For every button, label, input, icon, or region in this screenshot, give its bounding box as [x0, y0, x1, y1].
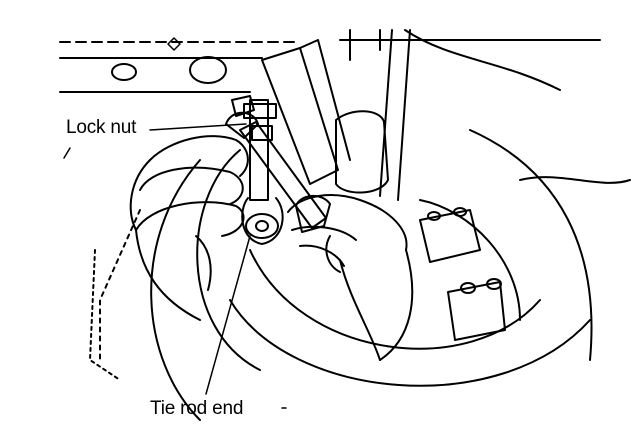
lock-nut-leader	[149, 123, 247, 131]
tie-rod-end-leader	[205, 235, 251, 395]
suspension-strut	[261, 29, 411, 201]
lock-nut-label: Lock nut	[66, 117, 137, 138]
tie-rod-end-label: Tie rod end	[150, 398, 244, 419]
left-hand	[129, 135, 249, 321]
leader-lines	[149, 123, 251, 395]
wheel-hub	[89, 129, 593, 421]
caliper-bracket	[419, 176, 631, 341]
frame-beam	[59, 29, 601, 93]
tie-rod	[241, 99, 284, 245]
right-hand	[287, 194, 414, 361]
